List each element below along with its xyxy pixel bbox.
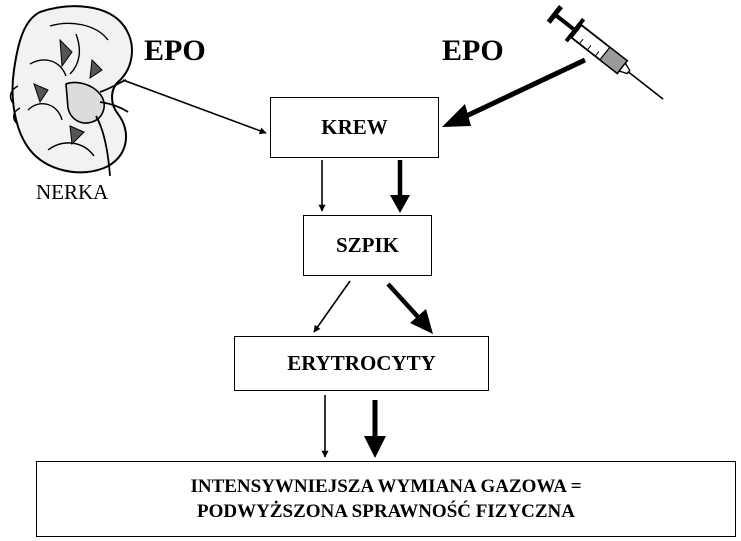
kidney-label: NERKA	[36, 180, 109, 204]
arrow-kidney-to-blood	[122, 79, 267, 135]
arrow-syringe-to-blood	[442, 57, 587, 127]
kidney-icon	[9, 5, 133, 177]
syringe-icon	[546, 5, 664, 100]
arrow-blood-to-marrow-thick	[390, 160, 410, 213]
blood-box: KREW	[270, 97, 439, 158]
result-line-1: INTENSYWNIEJSZA WYMIANA GAZOWA =	[190, 476, 582, 497]
arrow-marrow-to-erythrocytes-thin	[313, 280, 351, 333]
result-box: INTENSYWNIEJSZA WYMIANA GAZOWA = PODWYŻS…	[36, 461, 736, 537]
blood-box-label: KREW	[321, 115, 388, 139]
marrow-box-label: SZPIK	[335, 233, 400, 257]
erythrocytes-box: ERYTROCYTY	[234, 336, 489, 391]
arrow-erythrocytes-to-result-thick	[364, 400, 386, 458]
result-line-2: PODWYŻSZONA SPRAWNOŚĆ FIZYCZNA	[197, 501, 575, 522]
erythrocytes-box-label: ERYTROCYTY	[287, 351, 436, 375]
arrow-marrow-to-erythrocytes-thick	[386, 282, 433, 334]
epo-label-syringe: EPO	[442, 34, 504, 67]
marrow-box: SZPIK	[303, 215, 432, 276]
epo-label-kidney: EPO	[144, 34, 206, 67]
